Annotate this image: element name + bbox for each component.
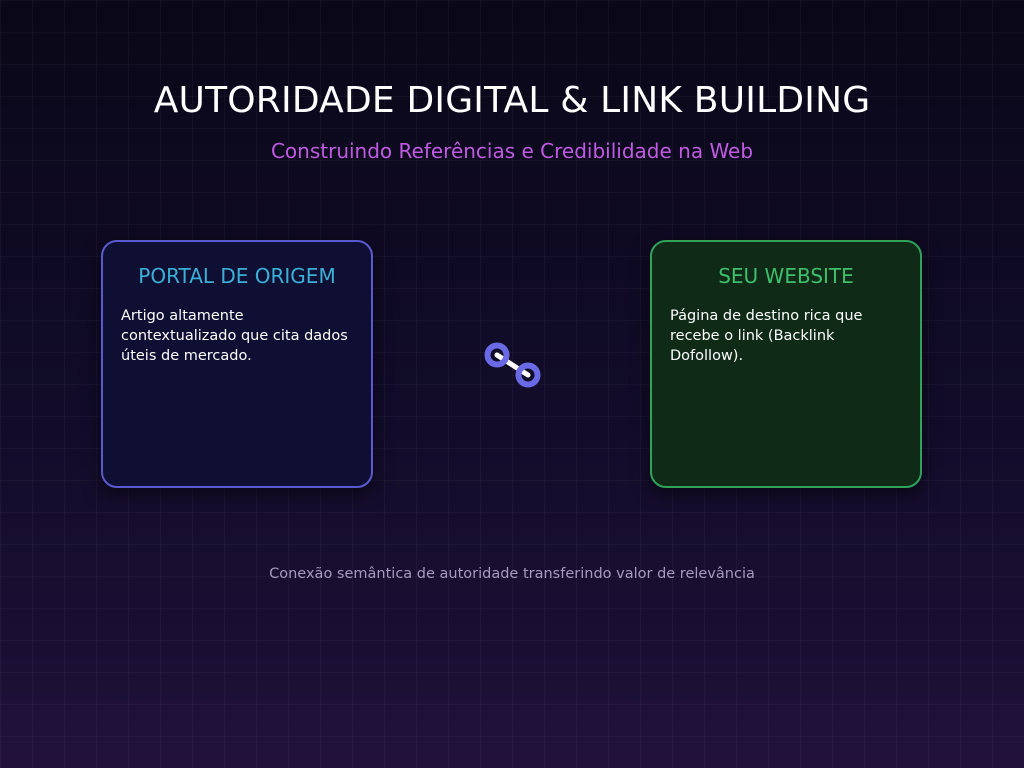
your-website-card: SEU WEBSITE Página de destino rica que r… [650, 240, 922, 488]
link-connector-line [494, 352, 531, 378]
origin-portal-card: PORTAL DE ORIGEM Artigo altamente contex… [101, 240, 373, 488]
link-icon [484, 342, 541, 388]
page-title: AUTORIDADE DIGITAL & LINK BUILDING [153, 80, 871, 121]
link-ring-right [515, 362, 541, 388]
page-subtitle: Construindo Referências e Credibilidade … [270, 139, 754, 163]
footer-caption: Conexão semântica de autoridade transfer… [269, 566, 755, 582]
link-ring-left [484, 342, 510, 368]
origin-card-title: PORTAL DE ORIGEM [138, 264, 336, 288]
target-card-title: SEU WEBSITE [718, 264, 854, 288]
origin-card-text: Artigo altamente contextualizado que cit… [121, 308, 348, 364]
target-card-text: Página de destino rica que recebe o link… [670, 308, 863, 364]
